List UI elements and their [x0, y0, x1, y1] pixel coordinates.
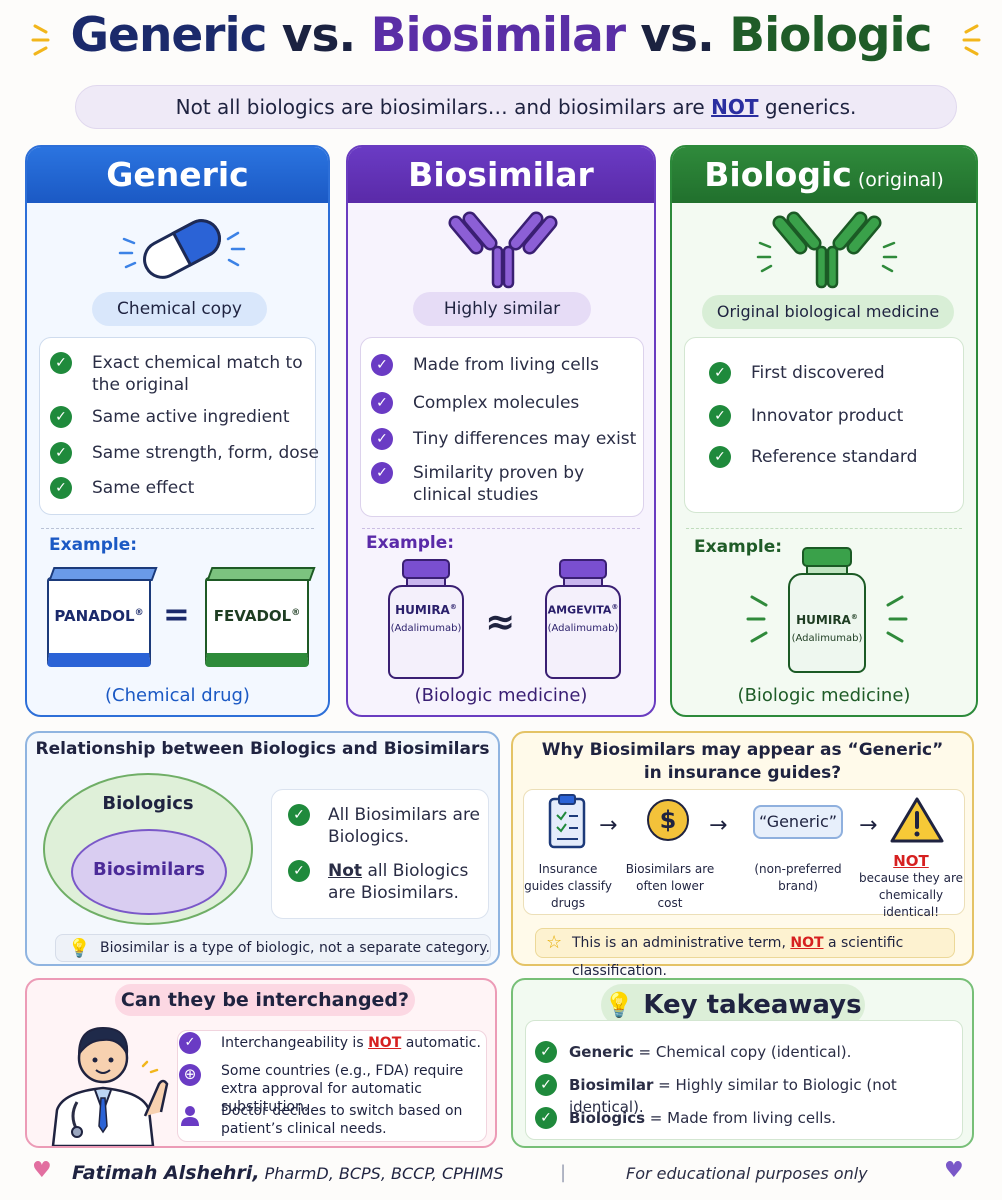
author-credit: Fatimah Alshehri, PharmD, BCPS, BCCP, CP… [72, 1162, 504, 1184]
humira-vial: HUMIRA® (Adalimumab) [388, 559, 464, 679]
person-icon [181, 1106, 199, 1126]
biosimilar-header: Biosimilar [348, 147, 654, 203]
biologic-footer: (Biologic medicine) [737, 685, 911, 706]
biologic-pill: Original biological medicine [702, 295, 954, 329]
warning-icon [890, 797, 944, 843]
lightbulb-icon: 💡 [68, 938, 91, 959]
relationship-note: 💡 Biosimilar is a type of biologic, not … [55, 934, 491, 962]
subtitle-banner: Not all biologics are biosimilars… and b… [75, 85, 957, 129]
why-title: Why Biosimilars may appear as “Generic” … [541, 740, 944, 783]
interchange-item-2: Some countries (e.g., FDA) require extra… [221, 1063, 464, 1115]
check-icon: ✓ [179, 1032, 201, 1054]
clipboard-icon [548, 794, 586, 849]
check-icon: ✓ [50, 442, 72, 464]
capsule-icon [118, 219, 246, 279]
globe-icon: ⊕ [179, 1064, 201, 1086]
example-label: Example: [49, 535, 138, 555]
fevadol-box: FEVADOL® [205, 567, 316, 667]
biosimilar-pill: Highly similar [413, 292, 591, 326]
check-icon: ✓ [288, 860, 310, 882]
humira-vial-green: HUMIRA® (Adalimumab) [788, 547, 866, 673]
check-icon: ✓ [288, 804, 310, 826]
biologic-header: Biologic (original) [672, 147, 976, 203]
interchange-item-3: Doctor decides to switch based on patien… [221, 1103, 463, 1137]
check-icon: ✓ [709, 362, 731, 384]
check-icon: ✓ [371, 462, 393, 484]
interchange-title: Can they be interchanged? [115, 984, 415, 1016]
check-icon: ✓ [709, 405, 731, 427]
generic-card: Generic Chemical copy ✓Exact chemical ma… [25, 145, 330, 717]
example-label: Example: [366, 533, 455, 553]
arrow-icon: → [599, 813, 618, 838]
generic-pill: Chemical copy [92, 292, 267, 326]
heart-left-icon: ♥ [32, 1158, 52, 1183]
why-step4: NOT because they are chemically identica… [858, 852, 964, 920]
interchange-list [177, 1030, 487, 1142]
sparkle-left-icon [31, 24, 50, 56]
sparkle-right-icon [962, 24, 981, 56]
approx-sign: ≈ [485, 602, 516, 643]
biologic-card: Biologic (original) Original biological … [670, 145, 978, 717]
relationship-points: ✓All Biosimilars are Biologics. ✓Not all… [271, 789, 489, 919]
relationship-panel: Relationship between Biologics and Biosi… [25, 731, 500, 966]
relationship-title: Relationship between Biologics and Biosi… [35, 739, 490, 759]
footer-separator: | [560, 1162, 567, 1183]
check-icon: ✓ [709, 446, 731, 468]
antibody-green-icon [756, 211, 898, 289]
check-icon: ✓ [535, 1041, 557, 1063]
biosimilars-label: Biosimilars [93, 859, 205, 880]
takeaways-list [525, 1020, 963, 1140]
panadol-box: PANADOL® [47, 567, 158, 667]
generic-tag: “Generic” [753, 805, 843, 839]
check-icon: ✓ [50, 477, 72, 499]
equals-sign: = [163, 595, 190, 633]
arrow-icon: → [709, 813, 728, 838]
heart-right-icon: ♥ [944, 1158, 964, 1183]
divider [362, 528, 640, 529]
biosimilar-footer: (Biologic medicine) [414, 685, 588, 706]
biologic-checklist: ✓First discovered ✓Innovator product ✓Re… [684, 337, 964, 513]
check-icon: ✓ [371, 428, 393, 450]
check-icon: ✓ [535, 1107, 557, 1129]
check-icon: ✓ [371, 354, 393, 376]
why-note: ☆ This is an administrative term, NOT a … [535, 928, 955, 979]
antibody-icon [448, 211, 558, 289]
check-icon: ✓ [50, 352, 72, 374]
biosimilars-ellipse [71, 829, 227, 915]
generic-header: Generic [27, 147, 328, 203]
divider [686, 528, 962, 529]
check-icon: ✓ [535, 1074, 557, 1096]
takeaways-title: 💡 Key takeaways [601, 984, 865, 1026]
takeaways-panel: 💡 Key takeaways ✓Generic = Chemical copy… [511, 978, 974, 1148]
check-icon: ✓ [371, 392, 393, 414]
generic-footer: (Chemical drug) [105, 685, 250, 706]
interchange-panel: Can they be interchanged? ✓ Interchangea… [25, 978, 497, 1148]
star-icon: ☆ [546, 932, 563, 953]
arrow-icon: → [859, 813, 878, 838]
biosimilar-card: Biosimilar Highly similar ✓Made from liv… [346, 145, 656, 717]
divider [41, 528, 314, 529]
doctor-icon [51, 1026, 169, 1146]
biosimilar-checklist: ✓Made from living cells ✓Complex molecul… [360, 337, 644, 517]
why-flow [523, 789, 965, 915]
amgevita-vial: AMGEVITA® (Adalimumab) [545, 559, 621, 679]
interchange-item-1: Interchangeability is NOT automatic. [221, 1035, 481, 1051]
educational-note: For educational purposes only [626, 1164, 868, 1183]
lightbulb-icon: 💡 [604, 991, 635, 1019]
example-label: Example: [694, 537, 783, 557]
page-title: Generic vs. Biosimilar vs. Biologic [70, 8, 932, 63]
dollar-icon: $ [647, 799, 689, 841]
biologics-label: Biologics [102, 793, 194, 814]
check-icon: ✓ [50, 406, 72, 428]
why-panel: Why Biosimilars may appear as “Generic” … [511, 731, 974, 979]
generic-checklist: ✓Exact chemical match to the original ✓S… [39, 337, 319, 515]
sparkle-lines-icon [746, 595, 908, 643]
